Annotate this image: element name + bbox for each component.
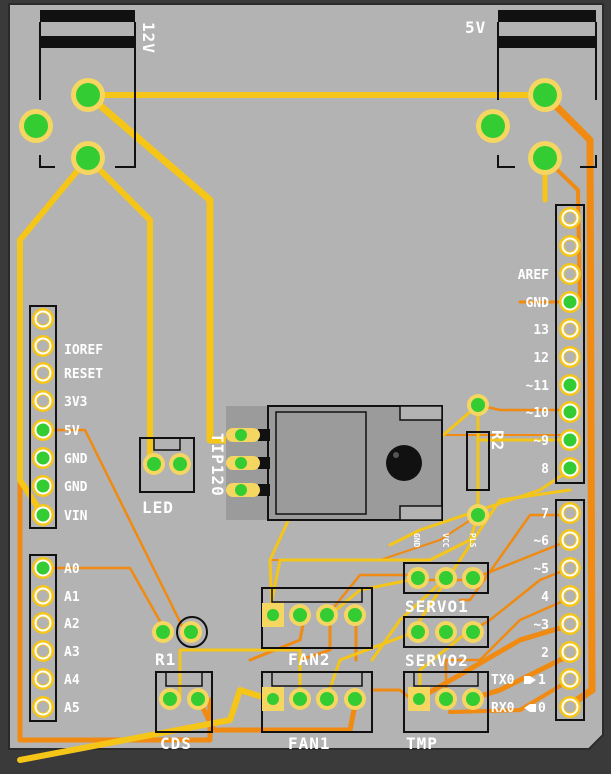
pin-label-tx0: TX0 bbox=[491, 673, 515, 688]
pin-label-10: ~10 bbox=[526, 406, 550, 421]
label-servo1: SERVO1 bbox=[405, 597, 469, 616]
label-servo2: SERVO2 bbox=[405, 651, 469, 670]
left-header-top bbox=[29, 305, 57, 529]
servo1-header bbox=[403, 562, 489, 594]
pin-label-gnd-right: GND bbox=[526, 296, 550, 311]
pin-label-tx0-num: 1 bbox=[538, 673, 546, 688]
pin-label-vin: VIN bbox=[64, 509, 88, 524]
pin-label-a2: A2 bbox=[64, 617, 80, 632]
fan1-header bbox=[261, 671, 373, 733]
label-servo-vcc: VCC bbox=[441, 533, 450, 548]
pin-label-a0: A0 bbox=[64, 562, 80, 577]
label-5v: 5V bbox=[465, 18, 486, 37]
label-r1: R1 bbox=[155, 650, 176, 669]
resistor-r1 bbox=[152, 616, 208, 648]
tip120-regulator bbox=[226, 405, 443, 521]
label-led: LED bbox=[142, 498, 174, 517]
pin-label-3: ~3 bbox=[533, 618, 549, 633]
pin-label-5v: 5V bbox=[64, 424, 80, 439]
pin-label-2: 2 bbox=[541, 646, 549, 661]
label-12v: 12V bbox=[139, 22, 158, 54]
right-header-bottom bbox=[555, 499, 585, 721]
pin-label-reset: RESET bbox=[64, 367, 103, 382]
left-header-top-labels: IOREF RESET 3V3 5V GND GND VIN bbox=[64, 343, 103, 524]
label-tip120: TIP120 bbox=[208, 433, 227, 497]
fan2-header bbox=[261, 587, 373, 649]
pin-label-3v3: 3V3 bbox=[64, 395, 87, 410]
label-r2: R2 bbox=[488, 430, 507, 451]
tx-arrow-icon bbox=[524, 676, 536, 684]
pin-label-5: ~5 bbox=[533, 562, 549, 577]
pin-label-rx0-num: 0 bbox=[538, 701, 546, 716]
tmp-sensor bbox=[403, 671, 489, 733]
power-jack-12v bbox=[19, 10, 136, 175]
pin-label-7: 7 bbox=[541, 507, 549, 522]
label-fan2: FAN2 bbox=[288, 650, 331, 669]
pin-label-6: ~6 bbox=[533, 534, 549, 549]
pin-label-8: 8 bbox=[541, 462, 549, 477]
pin-label-aref: AREF bbox=[518, 268, 549, 283]
pin-label-a3: A3 bbox=[64, 645, 80, 660]
pin-label-rx0: RX0 bbox=[491, 701, 515, 716]
label-fan1: FAN1 bbox=[288, 734, 331, 753]
left-header-bottom-labels: A0 A1 A2 A3 A4 A5 bbox=[64, 562, 80, 716]
power-jack-5v bbox=[476, 10, 597, 175]
led-footprint bbox=[139, 437, 195, 493]
pin-label-9: ~9 bbox=[533, 434, 549, 449]
pin-label-a4: A4 bbox=[64, 673, 80, 688]
right-header-bottom-labels: 7 ~6 ~5 4 ~3 2 TX0 1 RX0 0 bbox=[491, 507, 549, 716]
right-header-top-labels: AREF GND 13 12 ~11 ~10 ~9 8 bbox=[518, 268, 549, 477]
pin-label-a1: A1 bbox=[64, 590, 80, 605]
pin-label-ioref: IOREF bbox=[64, 343, 103, 358]
cds-sensor bbox=[155, 671, 213, 733]
pin-label-11: ~11 bbox=[526, 379, 550, 394]
pin-label-gnd-2: GND bbox=[64, 480, 88, 495]
label-cds: CDS bbox=[160, 734, 192, 753]
servo2-header bbox=[403, 616, 489, 648]
pin-label-gnd-1: GND bbox=[64, 452, 88, 467]
label-servo-gnd: GND bbox=[412, 533, 421, 548]
rx-arrow-icon bbox=[524, 704, 536, 712]
resistor-r2 bbox=[466, 394, 490, 526]
pin-label-12: 12 bbox=[533, 351, 549, 366]
pin-label-4: 4 bbox=[541, 590, 549, 605]
pin-label-a5: A5 bbox=[64, 701, 80, 716]
label-servo-pls: PLS bbox=[468, 533, 477, 548]
left-header-bottom bbox=[29, 554, 57, 722]
right-header-top bbox=[555, 204, 585, 484]
pin-label-13: 13 bbox=[533, 323, 549, 338]
label-tmp: TMP bbox=[406, 734, 438, 753]
